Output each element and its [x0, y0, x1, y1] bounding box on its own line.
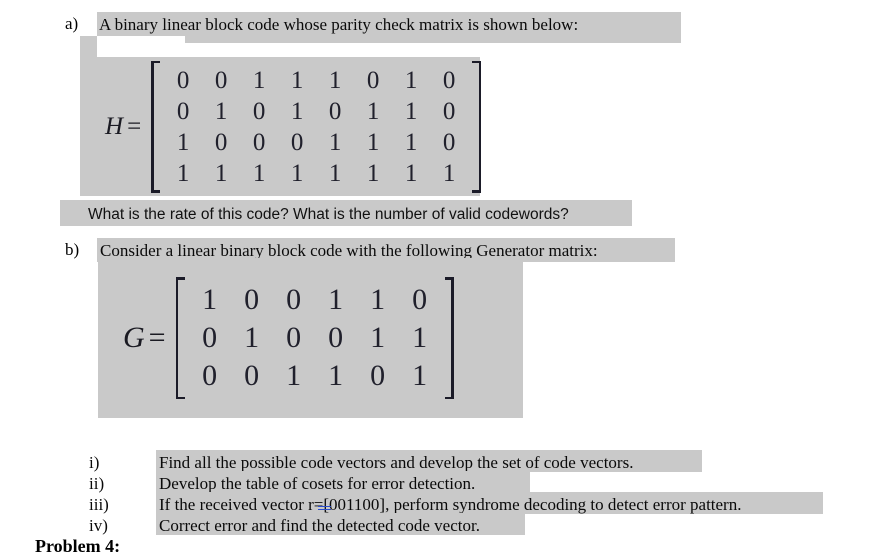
- matrix-cell: 1: [328, 128, 342, 156]
- matrix-cell: 1: [404, 66, 418, 94]
- matrix-cell: 1: [366, 97, 380, 125]
- matrix-cell: 0: [252, 128, 266, 156]
- matrix-h-equals: =: [127, 112, 142, 140]
- matrix-cell: 0: [442, 66, 456, 94]
- matrix-cell: 1: [252, 66, 266, 94]
- highlight-band-a: [97, 12, 681, 36]
- matrix-h-left-bracket: [151, 60, 162, 193]
- matrix-block-h: H = 0 0 1 1 1 0 1 0 0 1 0: [80, 57, 482, 196]
- matrix-row: 0 1 0 0 1 1: [189, 319, 441, 357]
- sub-item-text-i: Find all the possible code vectors and d…: [159, 453, 634, 472]
- matrix-cell: 0: [202, 321, 218, 354]
- list-marker-a: a): [65, 14, 79, 33]
- footer-problem-title: Problem 4:: [35, 536, 121, 556]
- item-b-text: Consider a linear binary block code with…: [100, 241, 598, 260]
- matrix-cell: 1: [404, 128, 418, 156]
- matrix-cell: 0: [328, 97, 342, 125]
- matrix-cell: 1: [176, 159, 190, 187]
- sub-item-text-ii: Develop the table of cosets for error de…: [159, 474, 476, 493]
- sub-item-marker-iv: iv): [89, 516, 108, 535]
- grammar-marker-icon: [318, 506, 331, 510]
- matrix-cell: 0: [412, 283, 428, 316]
- matrix-cell: 0: [286, 321, 302, 354]
- matrix-row: 0 0 1 1 0 1: [189, 357, 441, 395]
- matrix-g-right-bracket: [443, 277, 454, 399]
- highlight-band-question: [60, 200, 632, 226]
- matrix-cell: 1: [252, 159, 266, 187]
- matrix-cell: 1: [286, 359, 302, 392]
- matrix-cell: 0: [290, 128, 304, 156]
- matrix-g-equals: =: [148, 321, 166, 354]
- matrix-cell: 1: [328, 66, 342, 94]
- matrix-cell: 1: [404, 159, 418, 187]
- matrix-cell: 0: [328, 321, 344, 354]
- matrix-cell: 1: [290, 97, 304, 125]
- matrix-cell: 0: [442, 128, 456, 156]
- matrix-row: 1 0 0 0 1 1 1 0: [164, 127, 468, 158]
- matrix-cell: 0: [252, 97, 266, 125]
- matrix-cell: 0: [176, 97, 190, 125]
- matrix-cell: 1: [442, 159, 456, 187]
- matrix-row: 0 1 0 1 0 1 1 0: [164, 96, 468, 127]
- matrix-cell: 1: [214, 159, 228, 187]
- matrix-cell: 1: [370, 321, 386, 354]
- matrix-cell: 1: [202, 283, 218, 316]
- question-line: What is the rate of this code? What is t…: [88, 206, 569, 223]
- matrix-cell: 1: [328, 359, 344, 392]
- matrix-cell: 1: [290, 66, 304, 94]
- matrix-cell: 1: [176, 128, 190, 156]
- matrix-cell: 1: [366, 159, 380, 187]
- matrix-row: 1 1 1 1 1 1 1 1: [164, 158, 468, 189]
- matrix-cell: 0: [214, 128, 228, 156]
- highlight-band-a-tail: [80, 36, 97, 58]
- matrix-g-rows: 1 0 0 1 1 0 0 1 0 0 1 1 0 0: [187, 277, 443, 399]
- matrix-h-rows: 0 0 1 1 1 0 1 0 0 1 0 1 0 1 1 0: [162, 61, 470, 193]
- matrix-row: 1 0 0 1 1 0: [189, 281, 441, 319]
- matrix-cell: 1: [370, 283, 386, 316]
- matrix-cell: 0: [202, 359, 218, 392]
- matrix-cell: 0: [366, 66, 380, 94]
- matrix-cell: 0: [442, 97, 456, 125]
- matrix-cell: 1: [366, 128, 380, 156]
- highlight-band-iii: [156, 492, 823, 514]
- sub-item-marker-i: i): [89, 453, 100, 472]
- matrix-cell: 0: [214, 66, 228, 94]
- matrix-h-label: H: [105, 112, 124, 140]
- highlight-band-ii: [156, 471, 530, 493]
- matrix-h-right-bracket: [470, 60, 482, 193]
- list-marker-b: b): [65, 240, 80, 259]
- matrix-cell: 1: [214, 97, 228, 125]
- matrix-cell: 1: [404, 97, 418, 125]
- matrix-cell: 1: [328, 159, 342, 187]
- matrix-cell: 1: [290, 159, 304, 187]
- matrix-cell: 0: [176, 66, 190, 94]
- highlight-band-a-underlap: [185, 36, 681, 43]
- matrix-g-label: G: [123, 321, 145, 354]
- sub-item-text-iv: Correct error and find the detected code…: [159, 516, 480, 535]
- matrix-cell: 0: [244, 359, 260, 392]
- matrix-cell: 0: [244, 283, 260, 316]
- highlight-band-iv: [156, 513, 525, 535]
- matrix-cell: 1: [328, 283, 344, 316]
- item-a-text: A binary linear block code whose parity …: [99, 15, 579, 34]
- sub-item-marker-ii: ii): [89, 474, 105, 493]
- matrix-cell: 1: [412, 359, 428, 392]
- matrix-g-left-bracket: [175, 277, 187, 399]
- matrix-cell: 0: [286, 283, 302, 316]
- matrix-cell: 1: [244, 321, 260, 354]
- matrix-cell: 1: [412, 321, 428, 354]
- matrix-row: 0 0 1 1 1 0 1 0: [164, 65, 468, 96]
- sub-item-text-iii: If the received vector r=[001100], perfo…: [159, 495, 742, 514]
- highlight-band-i: [156, 450, 702, 472]
- matrix-cell: 0: [370, 359, 386, 392]
- sub-item-marker-iii: iii): [89, 495, 109, 514]
- matrix-block-g: G = 1 0 0 1 1 0 0 1 0 0 1: [98, 258, 523, 418]
